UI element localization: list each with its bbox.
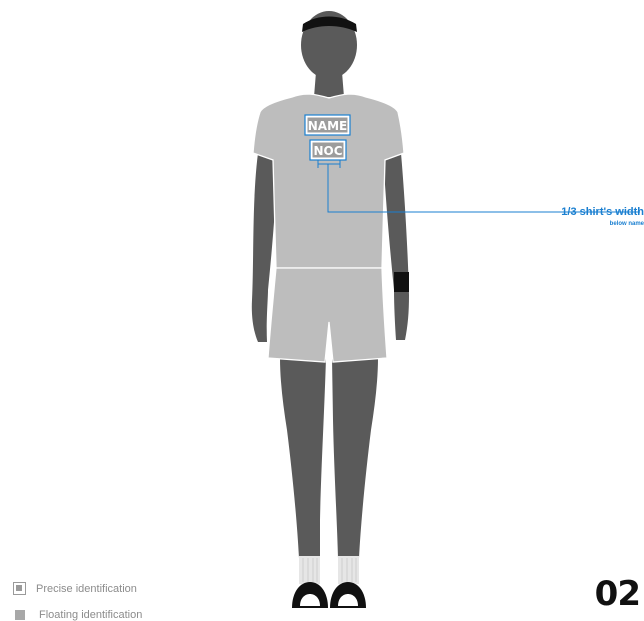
legend-label-precise: Precise identification [36,583,137,595]
left-shoe [292,582,328,608]
callout-subtitle: below name [610,221,644,227]
legend-item-precise: Precise identification [13,582,137,595]
right-shoe [330,582,366,608]
legend-label-floating: Floating identification [39,609,142,621]
shirt-name-label: NAME [305,115,350,135]
outlined-square-icon [13,582,26,595]
legend-item-floating: Floating identification [13,609,142,621]
callout-title: 1/3 shirt's width [561,206,644,218]
shirt-noc-label: NOC [310,140,346,160]
shirt-name-text: NAME [308,119,347,133]
page-number: 02 [595,577,640,611]
shirt-noc-text: NOC [313,144,342,158]
wristband [394,272,409,292]
shorts [268,268,387,362]
solid-square-icon [15,610,25,620]
